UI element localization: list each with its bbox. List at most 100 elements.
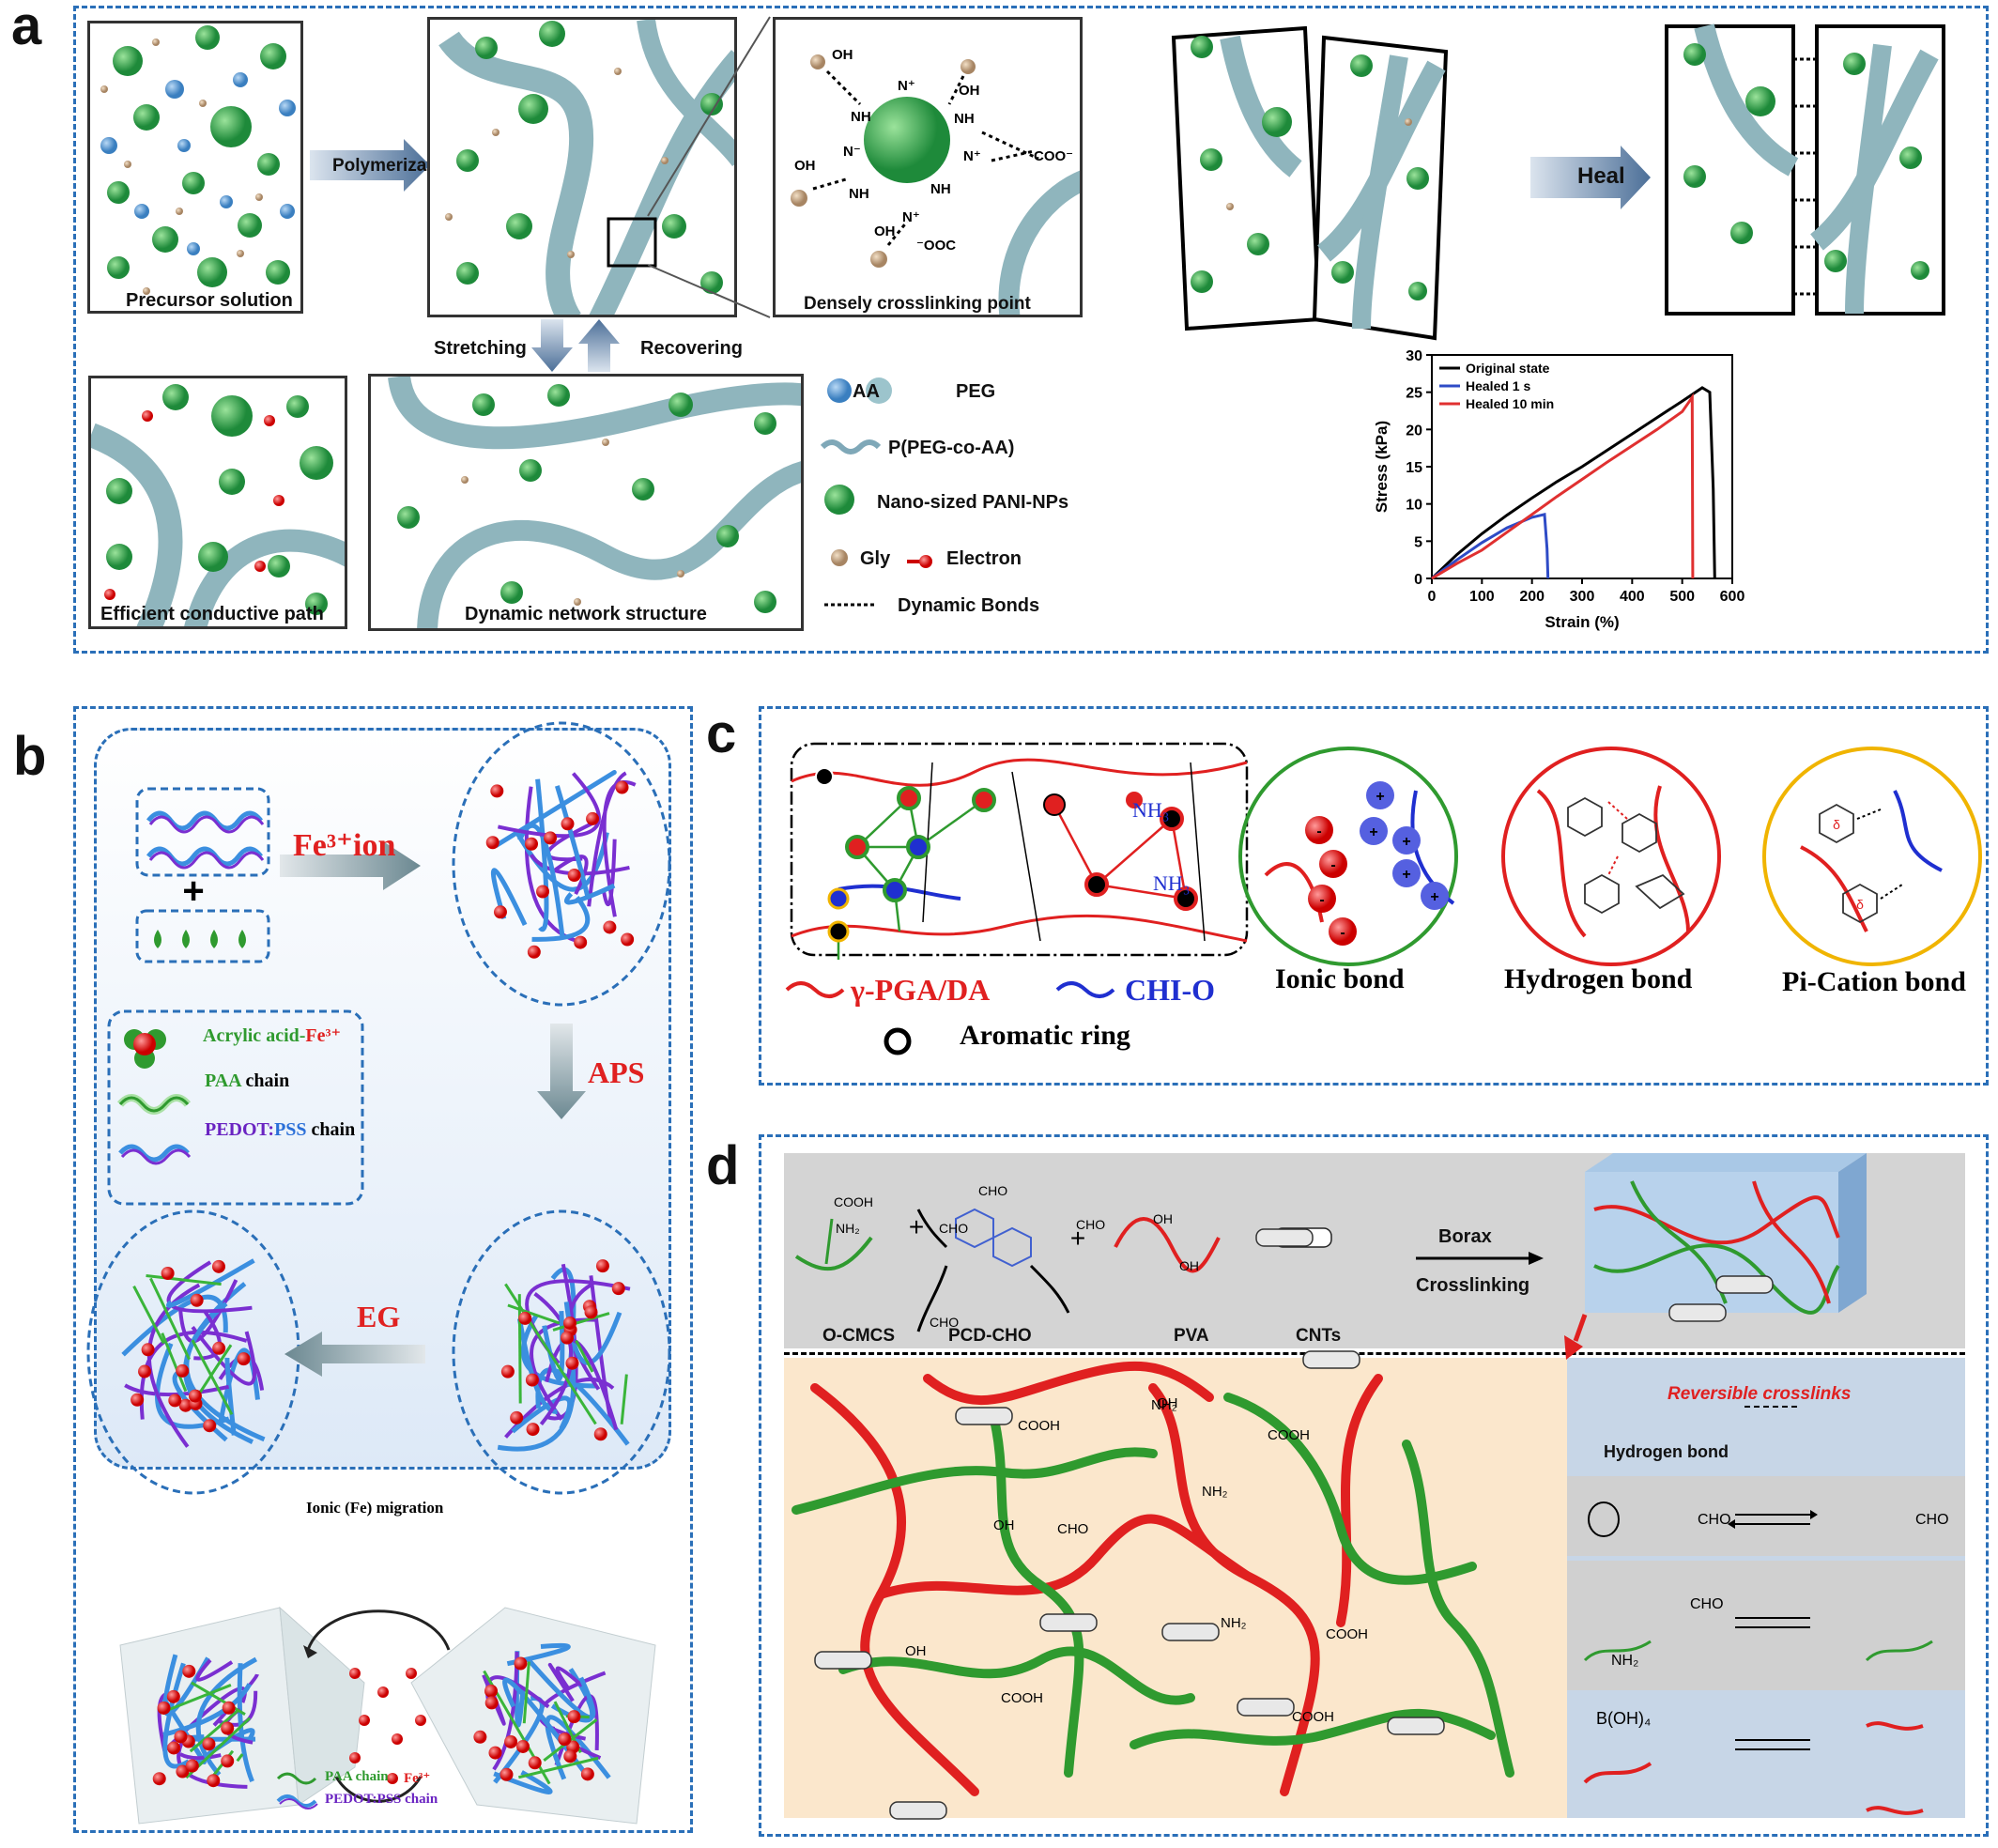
precursor-spheres bbox=[100, 25, 296, 295]
fe-ion bbox=[166, 1689, 180, 1703]
zoom-lines bbox=[647, 16, 771, 318]
fe-ion bbox=[500, 1364, 515, 1378]
nh-label-3: NH bbox=[849, 186, 869, 202]
net-cho: CHO bbox=[1057, 1521, 1089, 1537]
panel-d-divider bbox=[784, 1352, 1965, 1355]
fe-ion bbox=[185, 1759, 199, 1773]
precursor-frame: Precursor solution bbox=[87, 21, 303, 314]
nh3-label-1: NH₃ bbox=[1132, 798, 1170, 822]
paa-chain bbox=[517, 1294, 522, 1404]
carbon-nanotube bbox=[814, 1651, 872, 1670]
x-axis-label: Strain (%) bbox=[1545, 613, 1619, 631]
fe-ion bbox=[488, 1746, 502, 1760]
polymer-chain bbox=[124, 1383, 230, 1397]
fe-ion bbox=[473, 1730, 487, 1744]
legend-pedot-chain: PEDOT:PSS chain bbox=[205, 1119, 355, 1141]
legend-pedot: PEDOT: bbox=[205, 1119, 275, 1140]
fe-ion bbox=[567, 869, 581, 883]
oh-label-2: OH bbox=[959, 83, 980, 99]
paa-chain bbox=[522, 1661, 530, 1724]
fe-ion bbox=[161, 1267, 175, 1281]
net-cooh-1: COOH bbox=[1018, 1418, 1060, 1434]
carbon-nanotube bbox=[1161, 1623, 1220, 1641]
nh3-label-2: NH₃ bbox=[1153, 871, 1191, 895]
svg-text:+: + bbox=[1402, 834, 1410, 850]
aps-label: APS bbox=[588, 1055, 645, 1089]
svg-text:δ: δ bbox=[1856, 897, 1864, 912]
fe-ion bbox=[168, 1394, 182, 1408]
bottom-fe-label: Fe³⁺ bbox=[404, 1771, 431, 1786]
polymerization-arrow bbox=[310, 139, 430, 192]
migration-label: Ionic (Fe) migration bbox=[306, 1499, 444, 1517]
rev-cho-1: CHO bbox=[1698, 1512, 1731, 1528]
fe-ion bbox=[526, 1423, 540, 1437]
fe-ion bbox=[536, 885, 550, 899]
electron-symbol bbox=[907, 555, 932, 568]
carbon-nanotube bbox=[955, 1407, 1013, 1425]
pcd-cho-2: CHO bbox=[1076, 1217, 1106, 1232]
paa-chain bbox=[194, 1344, 233, 1400]
ocmcs-nh2: NH₂ bbox=[836, 1221, 860, 1236]
fe-ion bbox=[221, 1754, 235, 1768]
x-tick-label: 300 bbox=[1570, 589, 1595, 605]
polymer-chain bbox=[497, 772, 601, 839]
net-oh-1: OH bbox=[1157, 1395, 1178, 1411]
panel-label-c: c bbox=[706, 703, 737, 764]
x-tick-label: 0 bbox=[1428, 589, 1437, 605]
broken-gel bbox=[1171, 25, 1449, 341]
net-cooh-4: COOH bbox=[1292, 1709, 1334, 1725]
hydrogen-bond-label: Hydrogen bond bbox=[1504, 963, 1693, 994]
legend-paa-chain: PAA chain bbox=[205, 1070, 289, 1092]
fe-ion bbox=[138, 1364, 152, 1378]
fe-ion bbox=[574, 935, 588, 949]
paa-chain bbox=[507, 1303, 561, 1325]
paa-chain bbox=[159, 1684, 232, 1715]
fe-ion bbox=[157, 1701, 171, 1715]
paa-chain bbox=[189, 1709, 239, 1753]
fe-ion bbox=[485, 836, 500, 850]
stretch-recover-arrows bbox=[531, 319, 620, 372]
polymer-chain bbox=[497, 1362, 576, 1452]
pcd-cho-4: CHO bbox=[930, 1315, 960, 1330]
polymer-chain bbox=[555, 1666, 584, 1690]
coo-label: COO⁻ bbox=[1034, 148, 1073, 164]
fe-ion bbox=[207, 1774, 221, 1788]
carbon-nanotube bbox=[1039, 1613, 1098, 1632]
polymer-chain bbox=[531, 896, 591, 942]
panel-a-border bbox=[73, 6, 1989, 654]
nplus-label-2: N⁺ bbox=[963, 148, 981, 164]
fe-ion bbox=[561, 817, 575, 831]
net-nh2-1: NH₂ bbox=[1151, 1397, 1177, 1413]
crosslink-caption: Densely crosslinking point bbox=[804, 294, 1031, 314]
legend-symbols bbox=[820, 377, 892, 607]
fe-ion bbox=[178, 1398, 192, 1412]
net-cooh-3: COOH bbox=[1001, 1690, 1043, 1706]
svg-text:+: + bbox=[1369, 824, 1377, 840]
network-art bbox=[438, 20, 734, 315]
legend-pani: Nano-sized PANI-NPs bbox=[877, 492, 1069, 513]
fe-ion bbox=[595, 1259, 609, 1273]
stretching-label: Stretching bbox=[434, 338, 527, 359]
series-line-0 bbox=[1430, 386, 1716, 580]
fe-ion bbox=[561, 1331, 575, 1345]
pcd-cho-3: CHO bbox=[939, 1221, 969, 1236]
fe-ion bbox=[203, 1419, 217, 1433]
heal-label: Heal bbox=[1577, 163, 1625, 189]
fe-ion bbox=[593, 1427, 607, 1441]
fe-ion bbox=[188, 1389, 202, 1403]
carbon-nanotube bbox=[1255, 1228, 1314, 1247]
x-tick-label: 600 bbox=[1720, 589, 1745, 605]
healed-gel bbox=[1665, 23, 1945, 316]
polymer-chain bbox=[162, 1683, 253, 1737]
y-tick-label: 20 bbox=[1406, 423, 1422, 439]
fe-ion bbox=[211, 1259, 225, 1273]
fe-ion bbox=[152, 1772, 166, 1786]
paa-chain bbox=[149, 1277, 191, 1361]
fe-ion bbox=[603, 920, 617, 934]
heal-arrow bbox=[1530, 146, 1651, 209]
reversible-label: Reversible crosslinks bbox=[1668, 1384, 1852, 1404]
fe-ion-label: Fe³⁺ion bbox=[293, 828, 396, 863]
x-tick-label: 400 bbox=[1620, 589, 1645, 605]
y-tick-label: 10 bbox=[1406, 498, 1422, 514]
